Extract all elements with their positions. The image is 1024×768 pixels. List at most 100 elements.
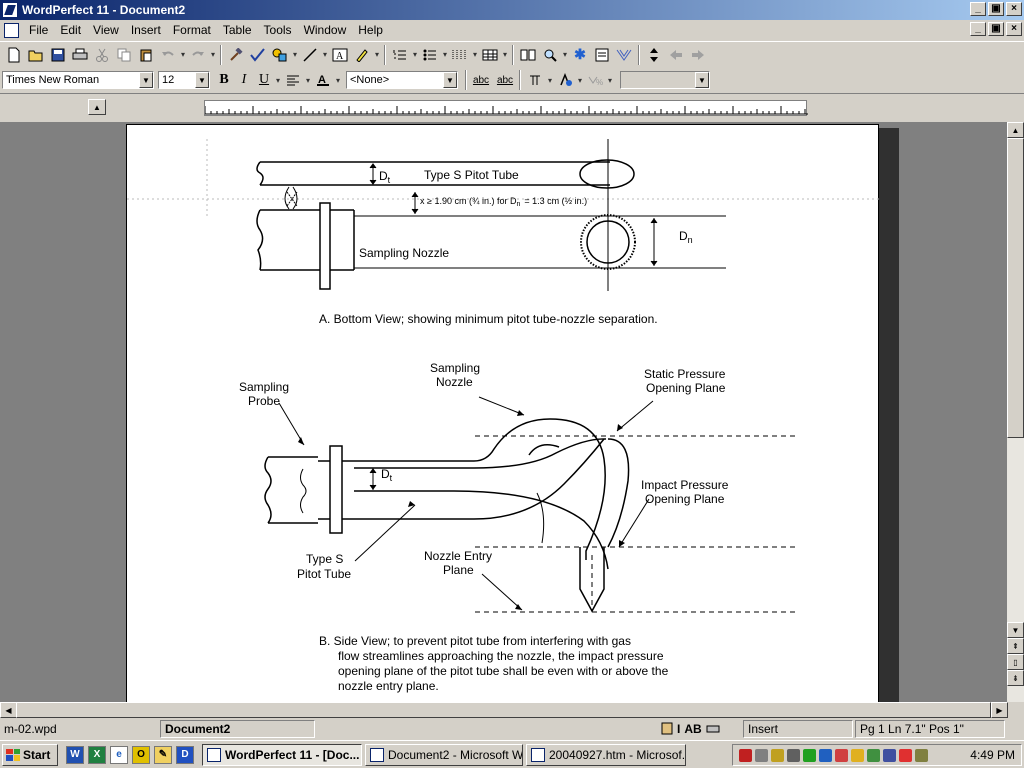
vertical-scroll-thumb[interactable]	[1007, 138, 1024, 438]
highlight-icon[interactable]	[351, 44, 373, 66]
columns-icon[interactable]	[449, 44, 471, 66]
copy-icon[interactable]	[113, 44, 135, 66]
tray-icon-1[interactable]	[739, 748, 752, 762]
font-size-select[interactable]: 12▼	[158, 71, 210, 89]
prompt-as-you-go-icon[interactable]	[524, 69, 546, 91]
task-word-document[interactable]: Document2 - Microsoft W...	[365, 743, 523, 766]
start-button[interactable]: Start	[2, 743, 58, 766]
book-icon[interactable]	[517, 44, 539, 66]
scroll-right-icon[interactable]: ▶	[991, 702, 1008, 718]
vertical-scrollbar[interactable]: ▲ ▼ ⇞ ▯ ⇟	[1007, 122, 1024, 702]
italic-button[interactable]: I	[241, 72, 247, 87]
justification-icon[interactable]	[282, 69, 304, 91]
chevron-down-icon[interactable]: ▼	[195, 72, 209, 88]
underline-dropdown-icon[interactable]: ▾	[275, 75, 280, 85]
redo-dropdown-icon[interactable]: ▾	[210, 50, 215, 59]
menu-edit[interactable]: Edit	[60, 22, 82, 37]
table-icon[interactable]	[479, 44, 501, 66]
tray-icon-11[interactable]	[899, 748, 912, 762]
doc-restore-button[interactable]: ▣	[988, 22, 1004, 36]
tray-icon-12[interactable]	[915, 748, 928, 762]
line-icon[interactable]	[299, 44, 321, 66]
menu-file[interactable]: File	[29, 22, 49, 37]
minimize-button[interactable]: _	[970, 2, 986, 16]
document-page[interactable]: Type S Pitot Tube Dt x ≥ 1.90 cm (¾ in.)…	[126, 124, 880, 702]
printer-icon[interactable]	[706, 722, 720, 737]
undo-icon[interactable]	[157, 44, 179, 66]
chevron-down-icon[interactable]: ▼	[695, 72, 709, 88]
scroll-down-icon[interactable]: ▼	[1007, 622, 1024, 638]
text-box-icon[interactable]: A	[329, 44, 351, 66]
table-dropdown-icon[interactable]: ▾	[502, 50, 507, 59]
form-icon[interactable]	[591, 44, 613, 66]
quickformat-dropdown-icon[interactable]: ▾	[577, 75, 582, 85]
ruler-options-icon[interactable]: ▲	[88, 99, 106, 115]
zoom-dropdown-icon[interactable]: ▾	[562, 50, 567, 59]
cursor-icon[interactable]: I	[677, 722, 681, 736]
scroll-left-icon[interactable]: ◀	[0, 702, 17, 718]
tray-icon-3[interactable]	[771, 748, 784, 762]
save-icon[interactable]	[47, 44, 69, 66]
next-page-icon[interactable]: ⇟	[1007, 670, 1024, 686]
task-htm-file[interactable]: 20040927.htm - Microsof...	[526, 743, 686, 766]
menu-insert[interactable]: Insert	[130, 22, 161, 37]
paste-icon[interactable]	[135, 44, 157, 66]
close-button[interactable]: ×	[1006, 2, 1022, 16]
ab-indicator[interactable]: AB	[684, 722, 702, 736]
chevron-down-icon[interactable]: ▼	[443, 72, 457, 88]
restore-button[interactable]: ▣	[988, 2, 1004, 16]
spellcheck-icon[interactable]	[247, 44, 269, 66]
spell-as-you-go-button[interactable]: abc	[472, 74, 490, 86]
open-folder-icon[interactable]	[25, 44, 47, 66]
redo-icon[interactable]	[187, 44, 209, 66]
tray-icon-9[interactable]	[867, 748, 880, 762]
zoom-icon[interactable]	[539, 44, 561, 66]
tray-icon-6[interactable]	[819, 748, 832, 762]
speaker-icon[interactable]	[787, 748, 800, 762]
hammer-icon[interactable]	[225, 44, 247, 66]
symbols-icon[interactable]: ✱	[574, 46, 586, 62]
cursor-position[interactable]: Pg 1 Ln 7.1" Pos 1"	[855, 720, 1005, 738]
shapes-icon[interactable]	[269, 44, 291, 66]
doc-minimize-button[interactable]: _	[970, 22, 986, 36]
line-dropdown-icon[interactable]: ▾	[322, 50, 327, 59]
forward-arrow-icon[interactable]	[687, 44, 709, 66]
menu-help[interactable]: Help	[358, 22, 383, 37]
tray-icon-5[interactable]	[803, 748, 816, 762]
word-icon[interactable]: W	[66, 745, 84, 764]
document-icon[interactable]	[3, 22, 19, 38]
font-name-select[interactable]: Times New Roman▼	[2, 71, 154, 89]
back-arrow-icon[interactable]	[665, 44, 687, 66]
shapes-dropdown-icon[interactable]: ▾	[292, 50, 297, 59]
menu-table[interactable]: Table	[222, 22, 252, 37]
undo-dropdown-icon[interactable]: ▾	[180, 50, 185, 59]
style-select[interactable]: <None>▼	[346, 71, 458, 89]
document-name[interactable]: Document2	[160, 720, 315, 738]
chevron-down-icon[interactable]: ▼	[139, 72, 153, 88]
grammar-as-you-go-button[interactable]: abc	[496, 74, 514, 86]
menu-format[interactable]: Format	[172, 22, 211, 37]
outlook-icon[interactable]: O	[132, 745, 150, 764]
task-wordperfect[interactable]: WordPerfect 11 - [Doc...	[202, 743, 362, 766]
clock[interactable]: 4:49 PM	[970, 748, 1015, 762]
desktop-icon[interactable]: D	[176, 745, 194, 764]
numbering-icon[interactable]	[389, 44, 411, 66]
menu-window[interactable]: Window	[303, 22, 347, 37]
insert-mode[interactable]: Insert	[743, 720, 853, 738]
file-name[interactable]: m-02.wpd	[4, 722, 57, 736]
tray-icon-8[interactable]	[851, 748, 864, 762]
font-color-icon[interactable]: A	[312, 69, 334, 91]
bullets-icon[interactable]	[419, 44, 441, 66]
doc-close-button[interactable]: ×	[1006, 22, 1022, 36]
symbol-select-icon[interactable]: %	[584, 69, 606, 91]
new-document-icon[interactable]	[3, 44, 25, 66]
prompt-dropdown-icon[interactable]: ▾	[547, 75, 552, 85]
menu-tools[interactable]: Tools	[263, 22, 292, 37]
print-icon[interactable]	[69, 44, 91, 66]
page-icon[interactable]: ▯	[1007, 654, 1024, 670]
excel-icon[interactable]: X	[88, 745, 106, 764]
ruler-track[interactable]	[204, 100, 808, 116]
wordperfect-app-icon[interactable]	[2, 2, 18, 18]
tray-icon-7[interactable]	[835, 748, 848, 762]
web-icon[interactable]	[613, 44, 635, 66]
